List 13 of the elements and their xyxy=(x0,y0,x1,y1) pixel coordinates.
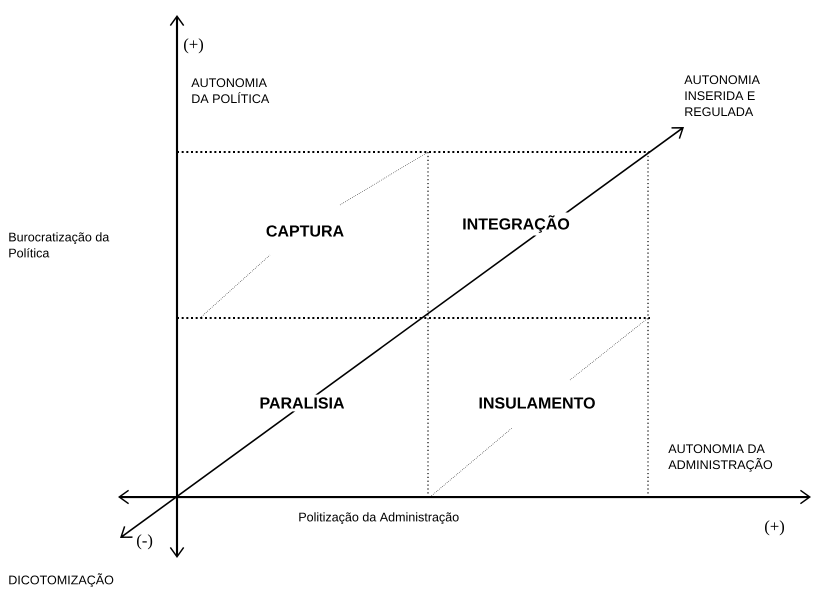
sign-label: (+) xyxy=(184,38,204,54)
quadrant-label: INSULAMENTO xyxy=(476,394,598,412)
sign-label: (-) xyxy=(137,534,152,550)
quadrant-label: CAPTURA xyxy=(263,222,347,240)
quadrant-label: PARALISIA xyxy=(256,394,348,412)
axis-label: Burocratização da Política xyxy=(9,232,110,258)
axis-label: Politização da Administração xyxy=(299,512,459,524)
quadrant-label: INTEGRAÇÃO xyxy=(460,212,572,236)
axis-label: DICOTOMIZAÇÃO xyxy=(9,573,114,587)
axis-label: AUTONOMIA DA POLÍTICA xyxy=(191,78,270,104)
sign-label: (+) xyxy=(765,520,784,536)
axis-label: AUTONOMIA DA ADMINISTRAÇÃO xyxy=(668,444,772,472)
axis-label: AUTONOMIA INSERIDA E REGULADA xyxy=(684,75,760,116)
